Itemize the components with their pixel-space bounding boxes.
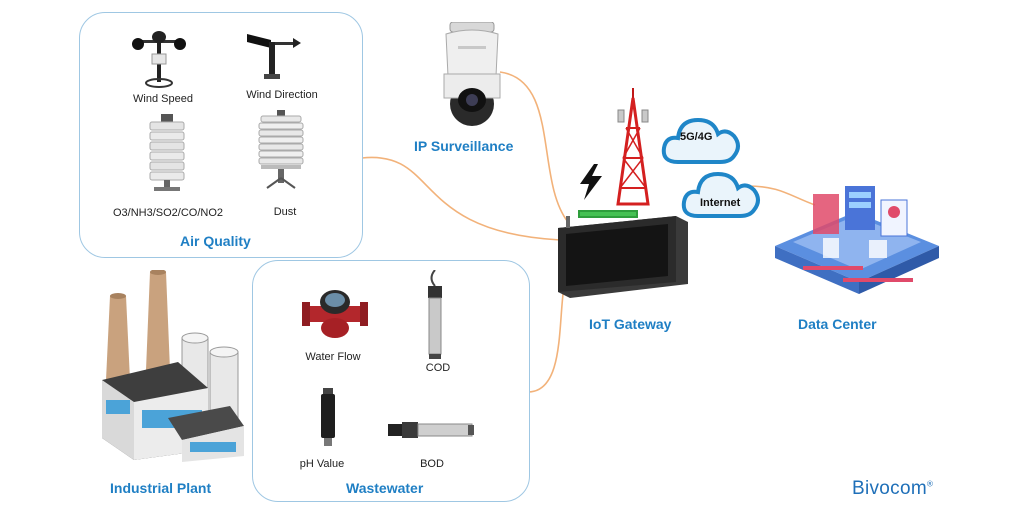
ph-value-label: pH Value (299, 458, 345, 470)
cloud-internet-label: Internet (700, 197, 741, 209)
dust-sensor-icon (258, 110, 304, 189)
iot-gateway-label: IoT Gateway (589, 316, 672, 332)
gas-sensor-label: O3/NH3/SO2/CO/NO2 (112, 207, 224, 219)
wastewater-title: Wastewater (346, 480, 424, 496)
dust-label: Dust (273, 206, 297, 218)
bod-sensor-icon (388, 422, 474, 438)
wire-datacenter (747, 185, 816, 206)
cloud-internet-icon (681, 171, 760, 218)
air-quality-panel (79, 12, 363, 258)
industrial-plant-icon (102, 270, 244, 462)
industrial-plant-label: Industrial Plant (110, 480, 212, 496)
iot-gateway-icon (558, 210, 688, 298)
ph-sensor-icon (321, 388, 335, 446)
gas-sensor-icon (149, 114, 185, 191)
wind-direction-label: Wind Direction (246, 89, 318, 101)
wind-vane-icon (247, 34, 301, 79)
anemometer-icon (132, 31, 186, 88)
water-flow-meter-icon (302, 290, 368, 338)
ip-surveillance-label: IP Surveillance (414, 138, 514, 154)
bod-label: BOD (420, 458, 444, 470)
wire-camera (499, 71, 569, 223)
wire-air-quality (361, 156, 561, 241)
bivocom-logo: Bivocom® (852, 478, 934, 499)
cloud-5g-icon (661, 117, 740, 164)
data-center-icon (775, 186, 939, 294)
water-flow-label: Water Flow (305, 351, 361, 363)
wastewater-panel (252, 260, 530, 502)
ptz-camera-icon (443, 22, 501, 126)
air-quality-title: Air Quality (180, 233, 251, 249)
wind-speed-label: Wind Speed (133, 93, 193, 105)
data-center-label: Data Center (798, 316, 877, 332)
wireless-signal-icon (580, 164, 602, 200)
cell-tower-icon (616, 88, 650, 206)
cod-sensor-icon (428, 270, 442, 359)
cod-label: COD (425, 362, 451, 374)
cloud-5g-label: 5G/4G (680, 131, 713, 143)
brand-name: Bivocom (852, 478, 927, 499)
